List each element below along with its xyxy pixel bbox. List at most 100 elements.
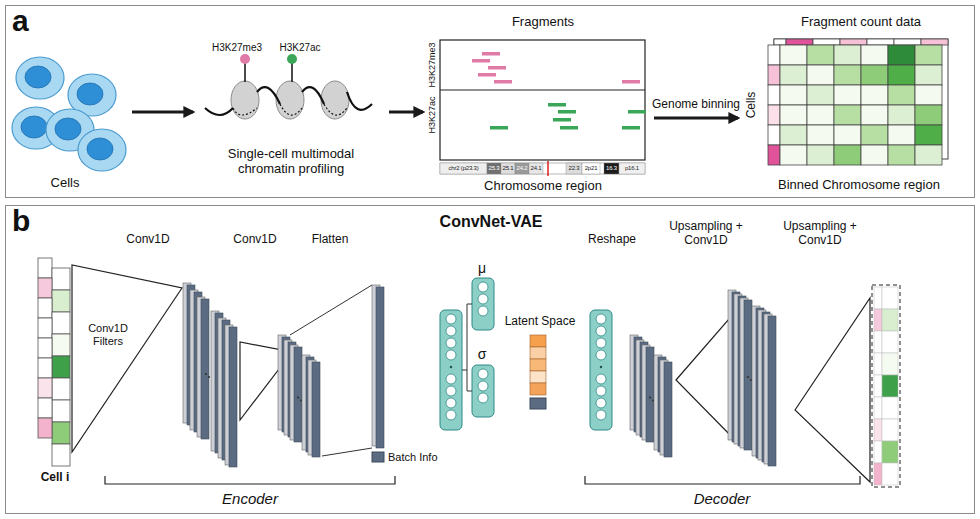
matrix-cell: [780, 125, 807, 145]
upsample-triangle: [795, 298, 870, 482]
matrix-cell: [807, 65, 834, 85]
flow-arrow: [132, 111, 193, 114]
matrix-cell: [807, 105, 834, 125]
band-label: p16.1: [619, 163, 645, 174]
output-cell: [874, 419, 882, 441]
batch-info-square: [372, 452, 384, 462]
input-cell: [38, 338, 52, 358]
text-label: Upsampling + Conv1D: [783, 220, 857, 248]
plot-frame: [440, 40, 645, 160]
node-heading: a: [12, 4, 29, 39]
matrix-cell: [915, 85, 942, 105]
text-label: Conv1D: [126, 233, 169, 247]
ideogram-band: [440, 163, 487, 174]
ideogram-band: [501, 163, 515, 174]
flow-arrow: [389, 111, 423, 114]
text-label: Decoder: [694, 490, 751, 507]
input-cell: [52, 268, 70, 290]
feature-map: [744, 300, 752, 450]
fragment: [628, 110, 646, 114]
ideogram-marker: [547, 161, 549, 176]
matrix-cell: [780, 105, 807, 125]
conv-filter-triangle: [72, 265, 182, 452]
output-cell: [882, 463, 898, 485]
output-cell: [874, 353, 882, 375]
neuron: [596, 398, 606, 408]
feature-map: [201, 299, 209, 439]
matrix-cell: [780, 45, 807, 65]
ideogram-band: [566, 163, 582, 174]
profiling-step: Single-cell multimodal chromatin profili…: [196, 36, 386, 193]
output-cell: [882, 441, 898, 463]
text-label: Encoder: [222, 490, 278, 507]
output-cell: [882, 287, 898, 309]
cells-group: Cells: [11, 36, 129, 193]
fragment: [488, 66, 506, 70]
node-heading: Single-cell multimodal chromatin profili…: [203, 147, 379, 177]
node-heading: Fragments: [512, 15, 574, 30]
flow-arrow: [654, 117, 738, 120]
matrix-cell: [834, 65, 861, 85]
matrix-cell: [915, 105, 942, 125]
matrix-cell: [807, 45, 834, 65]
output-cell: [874, 441, 882, 463]
output-cell: [874, 331, 882, 353]
ellipsis-dot: [297, 396, 299, 398]
matrix-row-cell: [768, 125, 780, 145]
text-label: σ: [478, 346, 487, 362]
feature-map: [664, 362, 672, 457]
output-cell: [882, 353, 898, 375]
input-cell: [38, 398, 52, 418]
feature-map: [229, 327, 237, 467]
feature-map: [646, 347, 654, 442]
matrix-cell: [780, 85, 807, 105]
matrix-cell: [807, 85, 834, 105]
input-cell: [52, 290, 70, 312]
matrix-row-cell: [768, 45, 780, 65]
matrix-header-cell: [867, 39, 894, 45]
fragment: [558, 110, 576, 114]
ellipsis-dot: [747, 376, 749, 378]
edge-label: Genome binning: [651, 98, 741, 112]
latent-unit: [530, 335, 546, 347]
text-label: H3K27ac: [279, 42, 320, 54]
matrix-cell: [861, 45, 888, 65]
band-label: 25.1: [501, 163, 515, 174]
batch-info-square: [530, 398, 546, 409]
text-label: Upsampling + Conv1D: [669, 220, 743, 248]
dense-layer: [472, 278, 494, 330]
input-cell: [38, 258, 52, 278]
neuron: [478, 381, 488, 391]
input-cell: [52, 444, 70, 466]
output-cell: [882, 331, 898, 353]
matrix-header-cell: [813, 39, 840, 45]
band-label: 2p21: [582, 163, 600, 174]
fragment: [494, 80, 512, 84]
decoder-bracket: [585, 476, 860, 484]
matrix-cell: [888, 85, 915, 105]
ideogram-band: [582, 163, 600, 174]
neuron: [446, 314, 456, 324]
matrix-cell: [834, 125, 861, 145]
input-cell: [52, 422, 70, 444]
h3k27ac-mark: [287, 54, 297, 64]
input-cell: [38, 378, 52, 398]
matrix-cell: [861, 145, 888, 165]
matrix-header-cell: [774, 39, 786, 45]
matrix-cell: [915, 65, 942, 85]
output-outline: [872, 285, 900, 487]
ideogram-band: [529, 163, 543, 174]
nucleosome: [321, 81, 349, 119]
neuron: [596, 350, 606, 360]
ellipsis-dot: [208, 376, 210, 378]
neuron: [446, 338, 456, 348]
output-cell: [882, 309, 898, 331]
output-cell: [882, 397, 898, 419]
neuron: [478, 294, 488, 304]
matrix-row-cell: [768, 65, 780, 85]
neuron: [596, 374, 606, 384]
cell-nucleus: [87, 138, 113, 160]
encoder-bracket: [105, 476, 395, 484]
band-label: 25.3: [487, 163, 501, 174]
